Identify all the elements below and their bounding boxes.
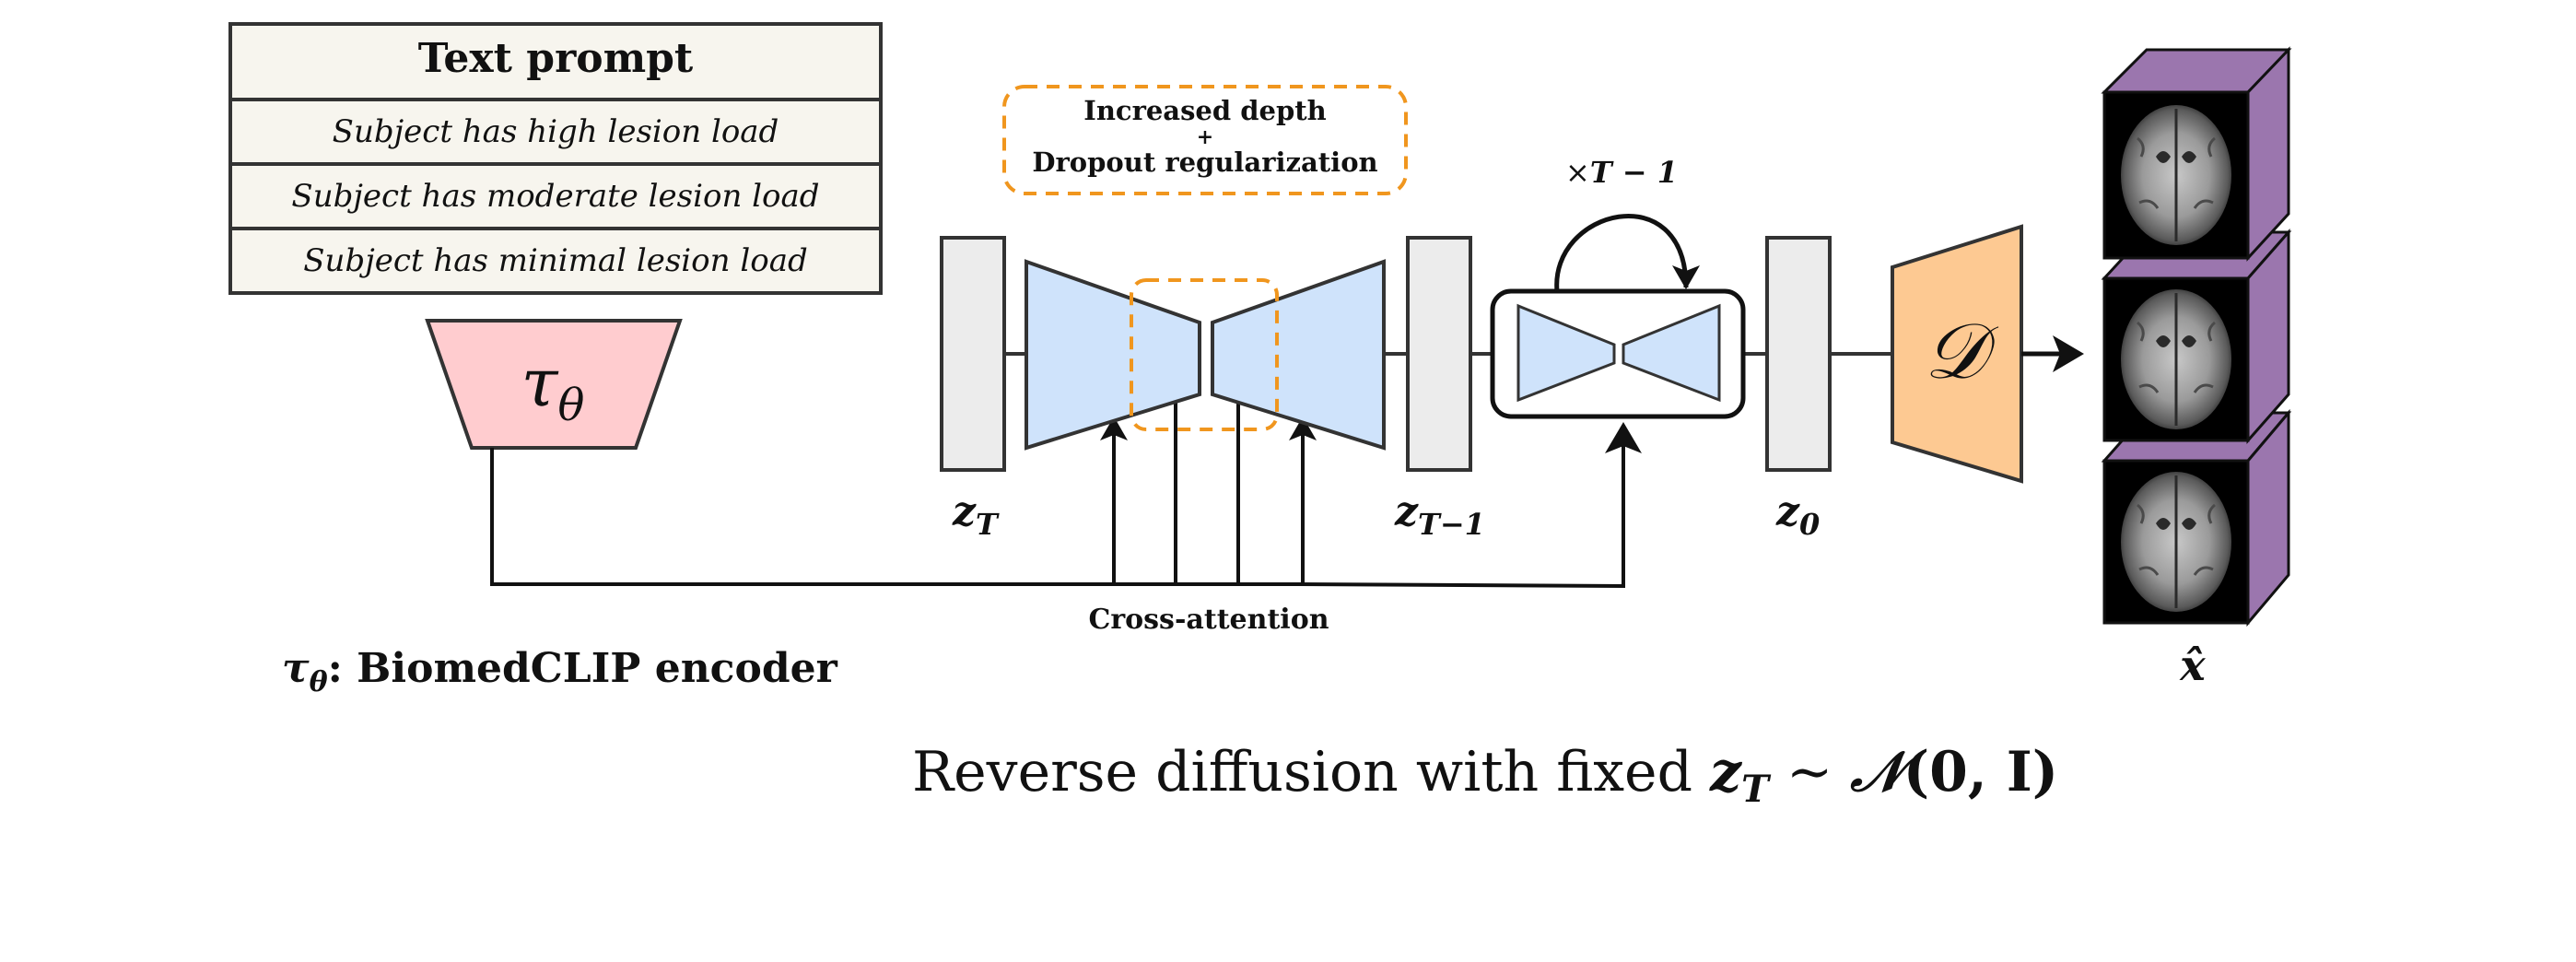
unet-small-encoder xyxy=(1516,303,1616,403)
unet-small-decoder xyxy=(1622,303,1721,403)
text-prompt-header-cell xyxy=(228,22,883,101)
prompt-row-1-cell xyxy=(228,98,883,166)
unet-repeat-block: ×T − 1 xyxy=(1490,155,1746,419)
depth-note-line2: + xyxy=(1197,125,1213,149)
unet-bottleneck-highlight xyxy=(1130,278,1279,431)
prompt-row-1: Subject has high lesion load xyxy=(333,113,779,150)
latent-zT-1-label: zT−1 xyxy=(1394,488,1485,542)
depth-note-box xyxy=(1002,85,1408,195)
decoder: 𝒟 xyxy=(1891,224,2023,484)
brain-image-1 xyxy=(2121,105,2231,245)
diagram-caption: Reverse diffusion with fixed zT ∼ 𝒩(0, I… xyxy=(912,740,2058,811)
latent-z0-label: z0 xyxy=(1775,488,1820,542)
encoder-trapezoid xyxy=(425,319,683,450)
unet-large xyxy=(1025,259,1386,451)
text-prompt-header: Text prompt xyxy=(418,35,694,82)
encoder-symbol: τθ xyxy=(521,344,585,431)
brain-image-2 xyxy=(2121,289,2231,429)
prompt-row-3: Subject has minimal lesion load xyxy=(303,242,808,279)
prompt-row-2: Subject has moderate lesion load xyxy=(291,178,819,215)
encoder-legend: τθ: BiomedCLIP encoder xyxy=(282,645,838,698)
depth-note: Increased depth + Dropout regularization xyxy=(1002,85,1408,195)
latent-zT-1 xyxy=(1406,236,1472,472)
loop-label: ×T − 1 xyxy=(1565,155,1678,190)
depth-note-line1: Increased depth xyxy=(1083,95,1326,126)
output-label: x̂ xyxy=(2179,640,2206,690)
text-prompt-table: Text prompt Subject has high lesion load… xyxy=(228,22,883,295)
text-encoder: τθ xyxy=(425,319,683,450)
loop-arrow xyxy=(1554,213,1700,292)
output-slices xyxy=(2101,46,2292,628)
unet-encoder-half xyxy=(1025,259,1201,451)
prompt-row-3-cell xyxy=(228,227,883,295)
unet-decoder-half xyxy=(1211,259,1386,451)
latent-z0 xyxy=(1765,236,1832,472)
depth-note-line3: Dropout regularization xyxy=(1032,147,1377,178)
latent-zT-label: zT xyxy=(952,488,1000,542)
latent-zT xyxy=(940,236,1006,472)
decoder-trapezoid xyxy=(1891,224,2023,484)
encoder-to-bus-line xyxy=(490,422,1642,589)
cross-attention-label: Cross-attention xyxy=(1088,604,1329,636)
brain-image-3 xyxy=(2121,472,2231,612)
